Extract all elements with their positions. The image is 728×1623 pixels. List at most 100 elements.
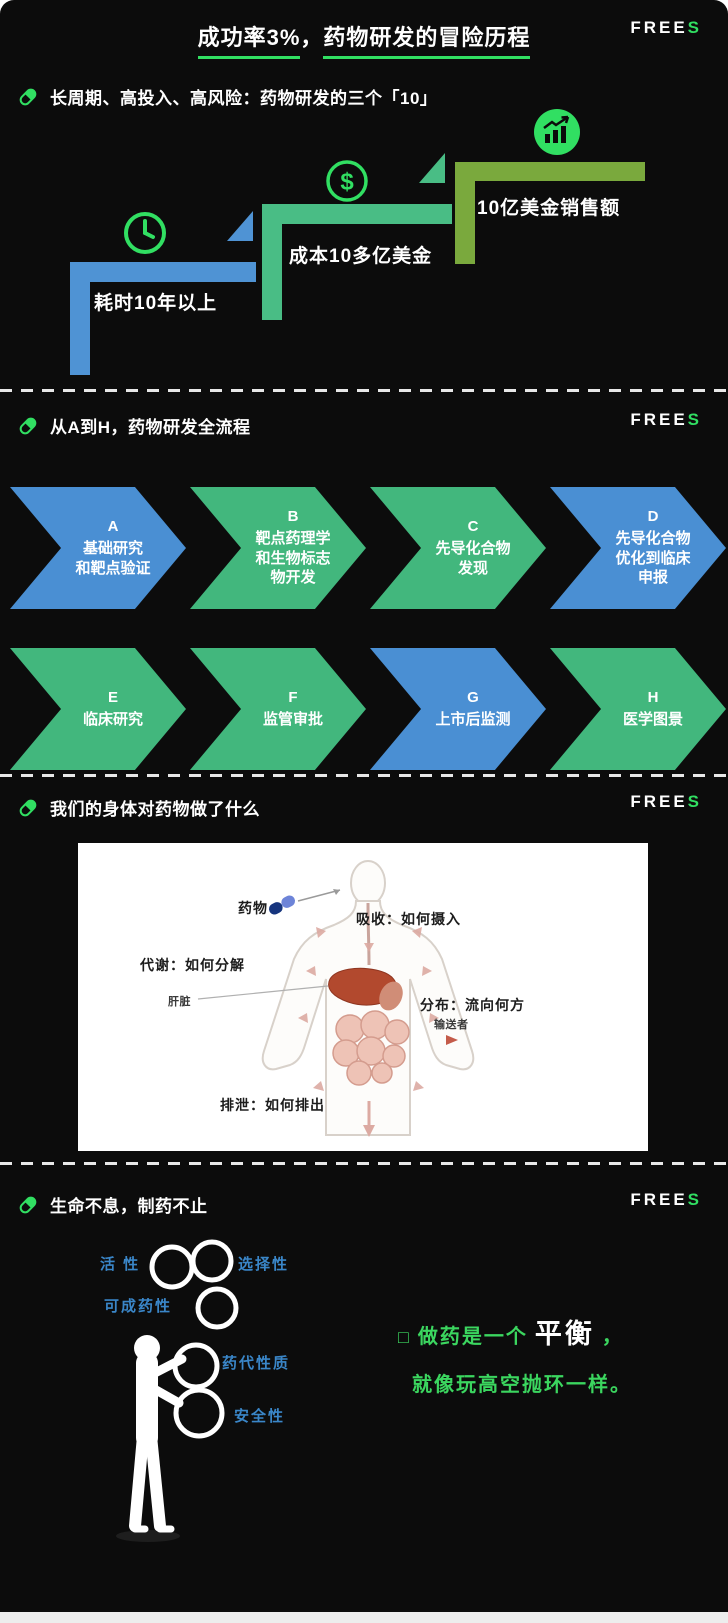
frees-logo-text: FREE	[630, 18, 688, 37]
stage-chevron-b: B 靶点药理学 和生物标志 物开发	[190, 487, 366, 609]
page-title-comma: ，	[300, 25, 324, 50]
ring-label-druggability: 可成药性	[104, 1298, 173, 1315]
stair-bar-green	[262, 204, 452, 224]
distribution-label: 分布：流向何方	[420, 997, 525, 1013]
ring-druggability	[195, 1286, 239, 1330]
pill-icon	[16, 796, 40, 820]
stage-chevron-h: H 医学图景	[550, 648, 726, 770]
absorption-label: 吸收：如何摄入	[356, 911, 461, 927]
stage-letter: A	[107, 517, 119, 535]
stage-chevron-e: E 临床研究	[10, 648, 186, 770]
stage-chevron-f: F 监管审批	[190, 648, 366, 770]
stage-letter: F	[288, 688, 298, 706]
stage-letter: B	[287, 507, 299, 525]
section-header-label: 我们的身体对药物做了什么	[50, 800, 260, 819]
stage-label-line: 申报	[637, 569, 668, 587]
frees-logo-s: S	[687, 1190, 702, 1209]
quote-highlight: 平衡	[534, 1319, 595, 1349]
stair-label-cost: 成本10多亿美金	[289, 246, 433, 267]
stage-chevron-c: C 先导化合物 发现	[370, 487, 546, 609]
stair-leg-olive	[455, 162, 475, 264]
frees-logo-text: FREE	[630, 792, 688, 811]
frees-logo: FREES	[630, 1190, 702, 1210]
stage-chevron-g: G 上市后监测	[370, 648, 546, 770]
section-header-label: 生命不息，制药不止	[50, 1197, 208, 1216]
capsule-icon	[268, 895, 296, 915]
section-header-three-tens: 长周期、高投入、高风险：药物研发的三个「10」	[16, 84, 437, 109]
ring-label-pk: 药代性质	[222, 1355, 291, 1372]
juggler-illustration	[116, 1239, 239, 1542]
dashed-divider	[0, 389, 728, 392]
stage-label-line: 临床研究	[82, 710, 143, 728]
stair-label-sales: 10亿美金销售额	[477, 198, 621, 219]
quote-comma: ，	[601, 1326, 624, 1348]
ring-safety	[173, 1387, 225, 1439]
stair-bar-olive	[455, 162, 645, 181]
drug-label: 药物	[238, 900, 268, 916]
stage-label-line: 基础研究	[82, 539, 143, 557]
flag-triangle-green	[419, 153, 445, 183]
clock-icon	[122, 210, 168, 261]
body-diagram: 药物 吸收：如何摄入 代谢：如何分解 肝脏 分布：流向何方 输送者 排泄：如何排…	[78, 843, 648, 1151]
stair-leg-green	[262, 204, 282, 320]
frees-logo: FREES	[630, 410, 702, 430]
quote-line-2: 就像玩高空抛环一样。	[412, 1374, 632, 1396]
stage-label-line: 先导化合物	[435, 539, 511, 557]
stage-letter: H	[647, 688, 659, 706]
page-title-part1: 成功率3%	[197, 25, 301, 59]
ring-pk	[172, 1342, 220, 1390]
stage-label-line: 优化到临床	[615, 549, 691, 567]
quote-line-1: □ 做药是一个 平衡 ，	[398, 1312, 624, 1351]
excretion-label: 排泄：如何排出	[220, 1097, 325, 1113]
liver-label: 肝脏	[168, 996, 191, 1008]
flag-triangle-blue	[227, 211, 253, 241]
stage-label-line: 和生物标志	[255, 549, 331, 567]
ring-selectivity	[190, 1239, 234, 1283]
section-header-balance: 生命不息，制药不止	[16, 1192, 208, 1217]
stage-label-line: 医学图景	[622, 710, 683, 728]
pill-icon	[16, 85, 40, 109]
stage-label-line: 上市后监测	[435, 710, 511, 728]
stage-letter: E	[107, 688, 118, 706]
frees-logo-text: FREE	[630, 410, 688, 429]
frees-logo-s: S	[687, 18, 702, 37]
frees-logo-s: S	[687, 410, 702, 429]
stage-label-line: 靶点药理学	[255, 529, 331, 547]
ring-label-selectivity: 选择性	[238, 1256, 290, 1273]
dashed-divider	[0, 1162, 728, 1165]
section-header-label: 从A到H，药物研发全流程	[50, 418, 251, 437]
stage-label-line: 物开发	[270, 569, 316, 587]
stage-chevron-d: D 先导化合物 优化到临床 申报	[550, 487, 726, 609]
stair-label-time: 耗时10年以上	[94, 293, 218, 314]
stage-chevron-a: A 基础研究 和靶点验证	[10, 487, 186, 609]
dollar-icon: $	[324, 158, 370, 209]
quote-lead: 做药是一个	[417, 1326, 528, 1348]
stair-bar-blue	[70, 262, 256, 282]
stage-letter: C	[467, 517, 479, 535]
stair-leg-blue	[70, 262, 90, 375]
section-header-a-to-h: 从A到H，药物研发全流程	[16, 413, 251, 438]
stage-label-line: 监管审批	[262, 710, 323, 728]
stage-label-line: 发现	[457, 559, 488, 577]
frees-logo: FREES	[630, 792, 702, 812]
section-header-label: 长周期、高投入、高风险：药物研发的三个「10」	[50, 89, 438, 108]
square-bullet: □	[398, 1327, 411, 1347]
frees-logo: FREES	[630, 18, 702, 38]
stage-letter: G	[467, 688, 479, 706]
stage-label-line: 先导化合物	[615, 529, 691, 547]
ring-activity	[149, 1244, 195, 1290]
pill-icon	[16, 1193, 40, 1217]
section-header-body: 我们的身体对药物做了什么	[16, 795, 260, 820]
frees-logo-s: S	[687, 792, 702, 811]
bottom-edge	[0, 1612, 728, 1623]
ring-label-safety: 安全性	[234, 1408, 286, 1425]
juggler-silhouette	[129, 1335, 187, 1533]
ring-label-activity: 活 性	[100, 1256, 141, 1273]
page-title-part2: 药物研发的冒险历程	[323, 25, 531, 59]
growth-chart-icon	[531, 106, 583, 163]
body-illustration	[197, 860, 475, 1137]
frees-logo-text: FREE	[630, 1190, 688, 1209]
metabolism-label: 代谢：如何分解	[140, 957, 245, 973]
pill-icon	[16, 414, 40, 438]
